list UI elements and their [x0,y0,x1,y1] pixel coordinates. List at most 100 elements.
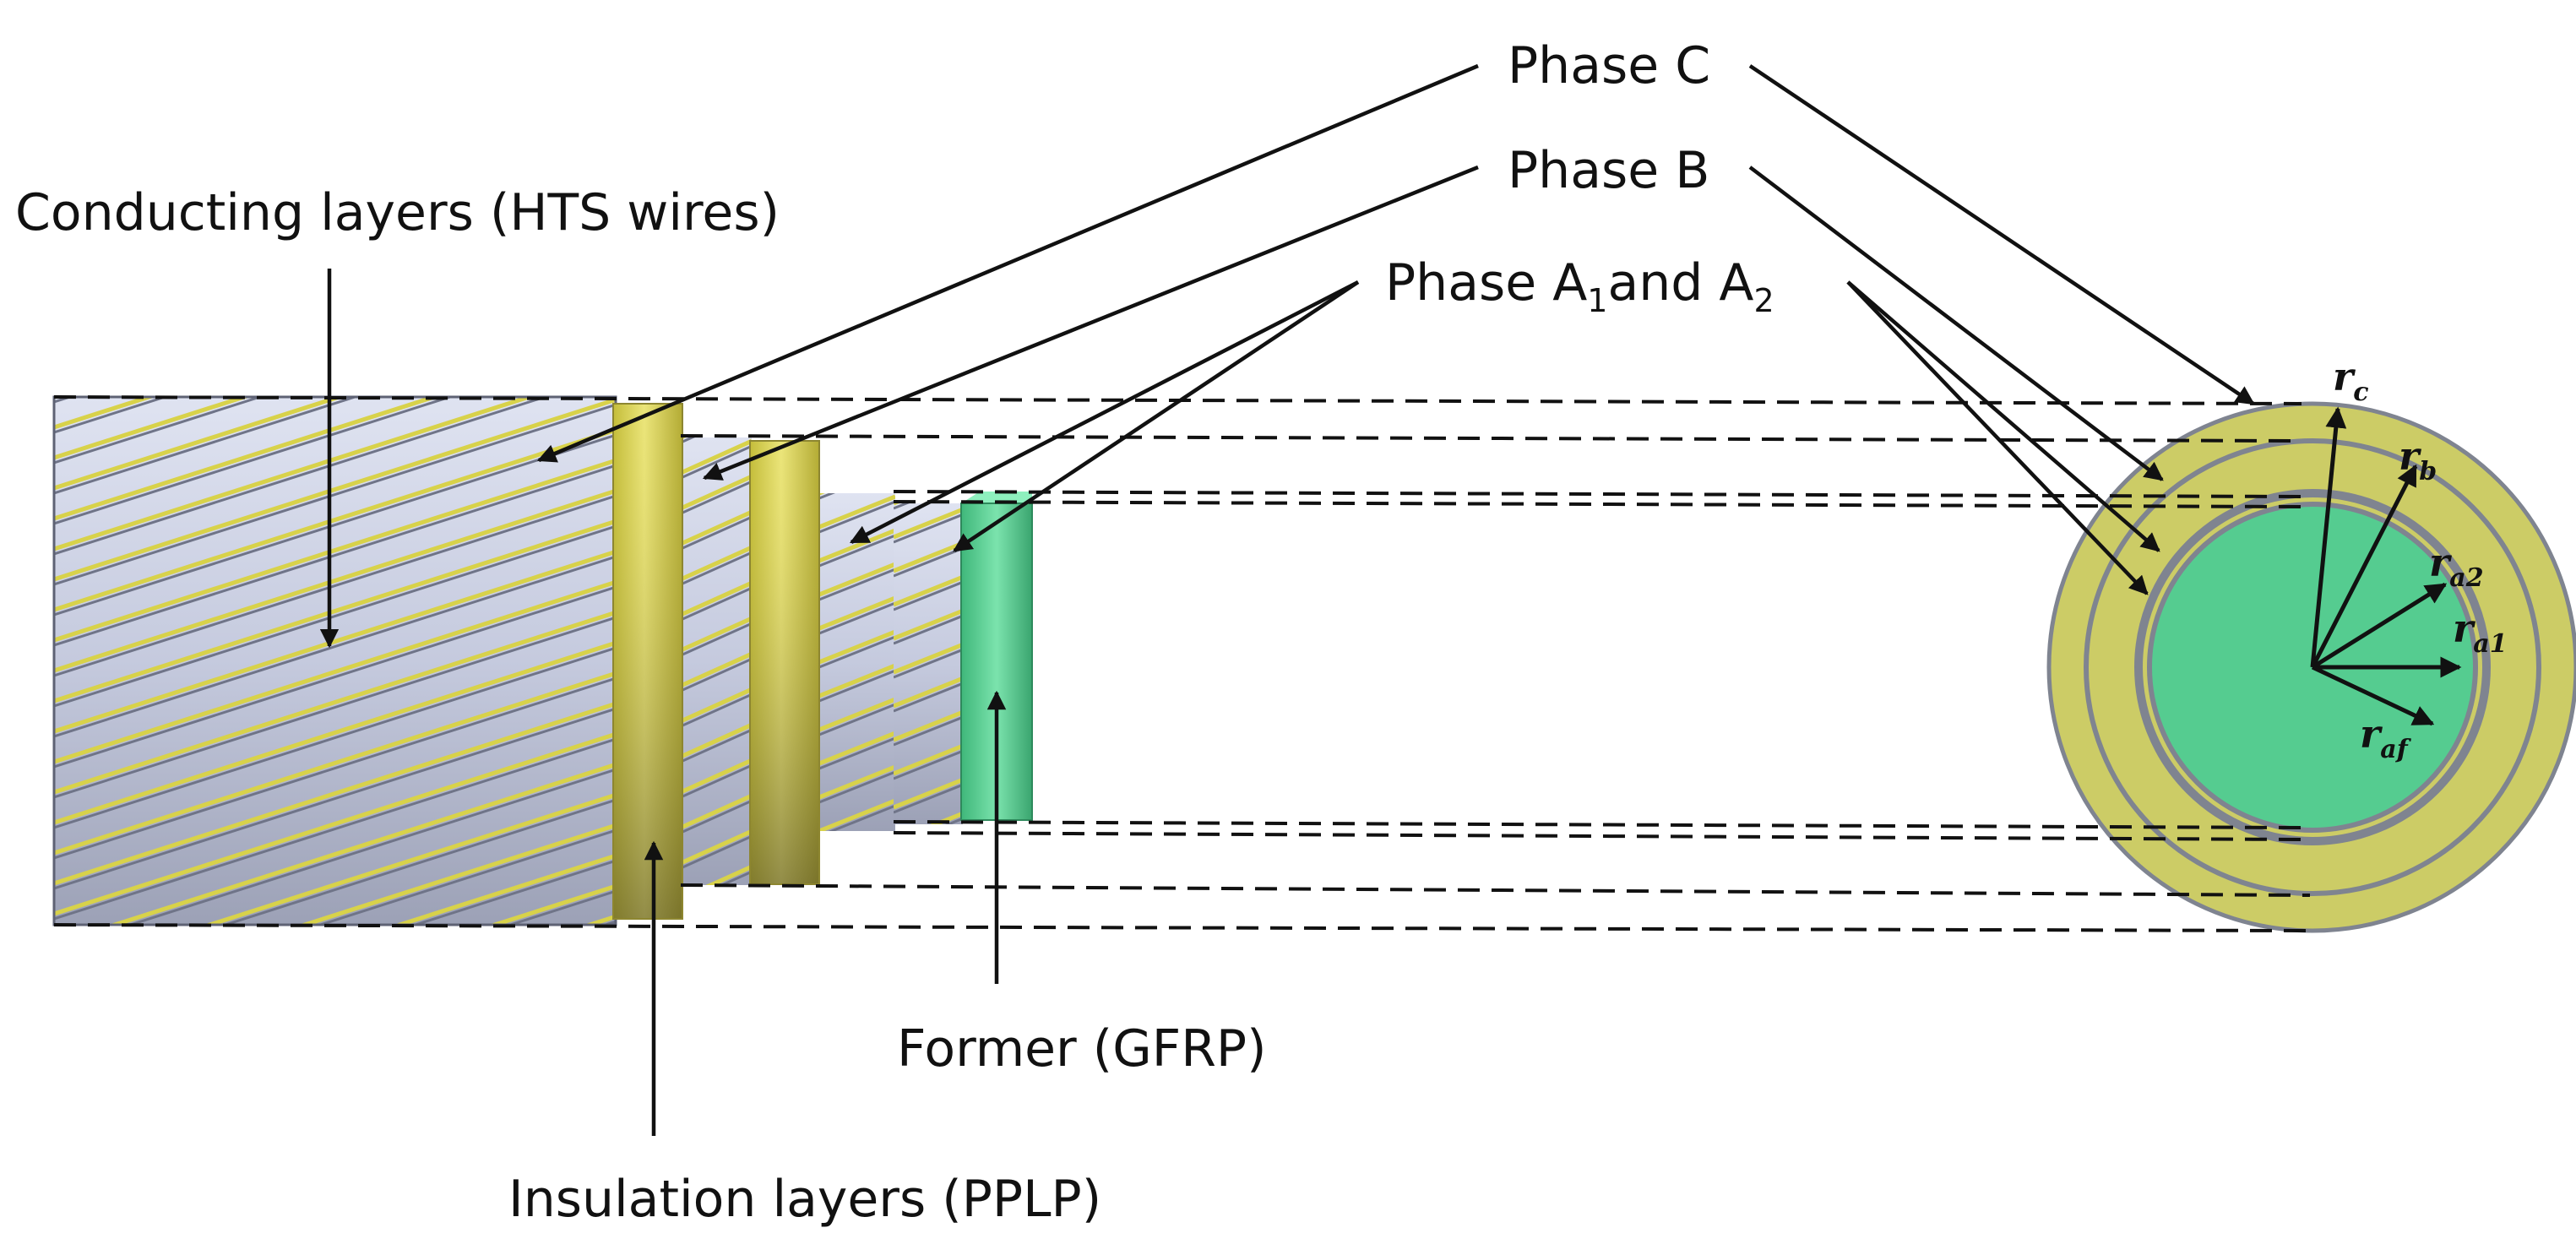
hts-wire-edge [54,397,454,525]
insulation-layer-outer [612,403,683,920]
hts-wire [681,438,752,475]
hts-wire-edge [681,799,752,834]
leader-phase-c [536,63,1479,463]
label-phase-b: Phase B [1508,141,1709,200]
hts-wire [54,397,616,582]
hts-wire [297,823,616,925]
hts-wire-edge [681,907,752,939]
hts-wire [681,829,752,866]
phase-b-conductor-layer [681,437,752,939]
hts-wire [54,671,616,856]
hts-wire [681,437,687,440]
hts-wire [487,883,616,925]
hts-wire-edge [54,646,616,829]
hts-wire-edge [601,920,616,925]
phase-c-hts-wires [54,397,616,1132]
hts-wire [894,574,963,607]
hts-wire-edge [681,622,752,657]
hts-wire [819,629,895,665]
hts-wire [54,701,616,886]
hts-wire-edge [894,749,963,780]
hts-wire-edge [894,503,910,510]
hts-wire [819,562,895,597]
hts-wire [54,519,616,704]
phase-a1-hts-wires [894,503,963,880]
phase-a1-conductor-layer [894,503,963,880]
phase-c-conductor-layer [52,395,617,1132]
insulation-layer-inner [749,440,820,885]
hts-wire [819,764,895,800]
hts-wire-edge [681,763,752,799]
hts-wire [54,610,616,795]
hts-wire-edge [681,728,752,763]
hts-wire-edge [316,829,616,925]
hts-wire-edge [719,870,752,885]
hts-wire-edge [819,601,895,635]
hts-wire-edge [819,839,895,870]
hts-wire [819,528,895,563]
hts-wire [819,798,895,831]
leader-phase-b [702,165,1479,481]
phase-b-hts-wires [681,437,752,939]
radius-label-ra1: ra1 [2453,606,2508,659]
hts-wire [819,494,895,530]
radius-label-rb: rb [2399,433,2437,486]
hts-wire-edge [126,768,616,925]
leader-phase-a1-section [1846,280,2149,595]
hts-wire-edge [894,580,963,611]
hts-wire-edge [819,736,895,770]
radius-label-rc: rc [2333,354,2369,407]
hts-wire [54,397,252,460]
hts-wire [681,687,752,724]
hts-wire-edge [411,859,616,925]
hts-wire-edge [54,737,616,921]
hts-wire-edge [54,397,264,465]
hts-wire-edge [819,703,895,736]
hts-wire [894,709,963,742]
hts-wire-edge [681,693,752,728]
hts-wire-edge [54,433,616,617]
label-former: Former (GFRP) [897,1019,1267,1078]
hts-wire-edge [681,586,752,622]
radius-label-ra2: ra2 [2429,540,2484,593]
label-phase-a: Phase A1and A2 [1385,253,1774,319]
hts-wire [681,616,752,653]
radius-arrow-rb [2310,464,2418,669]
hts-wire [894,608,963,641]
hts-wire [681,474,752,511]
hts-wire-edge [681,834,752,870]
hts-wire [54,947,616,1127]
hts-wire-edge [681,515,752,551]
hts-wire [930,811,963,824]
hts-wire-edge [681,551,752,586]
label-conducting-layers: Conducting layers (HTS wires) [15,183,780,242]
leader-phase-c-section [1748,64,2255,405]
radius-arrow-ra2 [2311,582,2448,670]
hts-wire-edge [54,952,616,1132]
hts-wire [681,509,752,546]
hts-wire-edge [894,852,963,880]
hts-wire-edge [506,889,616,925]
hts-wire-edge [894,614,963,645]
hts-wire [203,792,616,925]
hts-wire-edge [681,657,752,693]
hts-wire-edge [894,513,963,544]
leader-phase-b-section [1748,166,2164,481]
hts-wire [705,864,752,885]
hts-wire [681,722,752,759]
hts-wire [583,914,616,925]
hts-wire [393,853,616,925]
hts-wire-edge [54,585,616,769]
hts-wire [894,642,963,675]
hts-wire-edge [54,403,616,586]
label-phase-c: Phase C [1508,36,1710,95]
hts-wire-edge [819,500,895,534]
hts-wire-edge [54,397,74,404]
hts-wire-edge [221,798,616,925]
hts-wire [819,595,895,631]
hts-wire-edge [819,669,895,703]
hts-wire-edge [828,804,895,831]
cable-cross-section: rc rb ra2 ra1 raf [2046,354,2576,933]
leader-lines [319,63,2255,1136]
hts-wire [819,731,895,766]
